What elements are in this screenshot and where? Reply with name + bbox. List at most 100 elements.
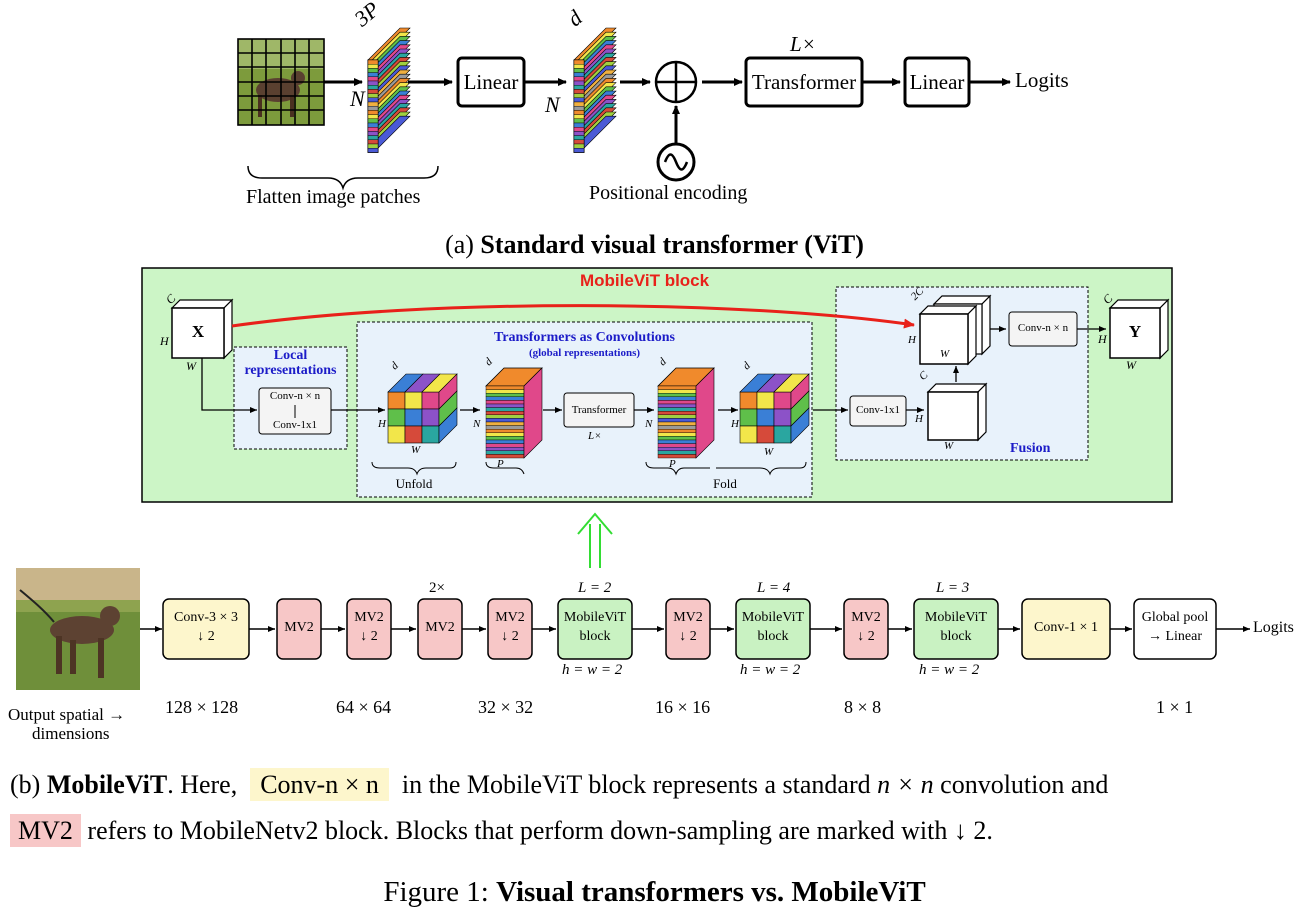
- patch-front: [573, 105, 585, 111]
- dim-128: 128 × 128: [165, 697, 239, 717]
- patch-front: [367, 122, 379, 128]
- mobilevit-stage-2-label: MobileViT: [741, 610, 805, 625]
- caption-a-prefix: (a): [445, 230, 474, 259]
- figure-caption: Figure 1: Visual transformers vs. Mobile…: [0, 876, 1309, 909]
- stack-row: [657, 425, 697, 430]
- cube-cell: [739, 391, 758, 410]
- conv3x3-stage-sublabel: ↓ 2: [197, 629, 215, 644]
- patch-front: [573, 63, 585, 69]
- patch-front: [573, 68, 585, 73]
- vit-input-image: [237, 38, 325, 126]
- patch-front: [367, 93, 379, 98]
- caption-b-title: MobileViT: [46, 770, 168, 799]
- pipeline-input-image: [16, 568, 140, 690]
- vit-logits-label: Logits: [1015, 68, 1069, 92]
- hw-label-2: h = w = 2: [740, 662, 801, 678]
- cube-cell: [756, 425, 775, 444]
- mv2-down-stage-3-label: MV2: [673, 610, 703, 625]
- stack-row: [485, 389, 525, 394]
- mv2-down-stage-1-label: MV2: [354, 610, 384, 625]
- hw-label-3: h = w = 2: [919, 662, 980, 678]
- stack-row: [657, 393, 697, 398]
- flatten-patches-label: Flatten image patches: [246, 186, 421, 208]
- cube2-h-label: H: [731, 418, 739, 430]
- stack-row: [485, 443, 525, 448]
- stack-row: [657, 396, 697, 401]
- dim-n-label-1: N: [350, 86, 365, 111]
- patch-front: [367, 59, 379, 65]
- stack-row: [657, 443, 697, 448]
- global-pool-stage-label: Global pool: [1141, 610, 1209, 625]
- dim-64: 64 × 64: [336, 697, 392, 717]
- stack-row: [485, 414, 525, 419]
- patch-front: [367, 118, 379, 124]
- fusion-cube-lower: [926, 382, 988, 442]
- local-convnxn-label: Conv-n × n: [269, 390, 321, 402]
- vit-linear2-label: Linear: [909, 70, 965, 94]
- patch-front: [573, 118, 585, 124]
- stack-row: [485, 450, 525, 455]
- cube-cell: [756, 391, 775, 410]
- caption-b-text-4: refers to MobileNetv2 block. Blocks that…: [87, 816, 993, 845]
- patch-front: [573, 110, 585, 115]
- vit-transformer-label: Transformer: [751, 70, 857, 94]
- patch-front: [367, 139, 379, 145]
- cube1-h-label: H: [378, 418, 386, 430]
- patch-front: [573, 97, 585, 103]
- stack-row: [657, 389, 697, 394]
- patch-front: [573, 126, 585, 132]
- cube-cell: [421, 391, 440, 410]
- output-spatial-label: Output spatial →: [8, 705, 126, 724]
- cube1-w-label: W: [411, 444, 421, 456]
- positional-encoding-label: Positional encoding: [589, 182, 748, 204]
- cube-cell: [756, 408, 775, 427]
- cube-cell: [387, 425, 406, 444]
- stack-row: [485, 436, 525, 441]
- patch-front: [367, 143, 379, 149]
- local-representations-title: Local representations: [244, 348, 337, 378]
- patch-front: [367, 97, 379, 103]
- mv2-down-stage-2-sublabel: ↓ 2: [501, 629, 519, 644]
- patch-front: [573, 93, 585, 98]
- input-cube-x: [170, 298, 234, 360]
- fusion-upper-h-label: H: [908, 334, 916, 346]
- stack-row: [657, 385, 697, 390]
- cube2-w-label: W: [764, 446, 774, 458]
- caption-b-line-1: (b) MobileViT. Here, Conv-n × n in the M…: [10, 762, 1108, 808]
- stack-row: [657, 432, 697, 437]
- vit-diagram: [237, 27, 1011, 191]
- global-pool-stage-sublabel: → Linear: [1147, 629, 1203, 644]
- stack-row: [485, 407, 525, 412]
- patch-front: [367, 110, 379, 115]
- stack-side: [523, 367, 543, 459]
- cube-cell: [739, 408, 758, 427]
- mv2-stage-1-label: MV2: [284, 620, 314, 635]
- pipeline-logits-label: Logits: [1253, 619, 1294, 636]
- stack-row: [657, 439, 697, 444]
- cube-cell: [773, 425, 792, 444]
- stack-row: [657, 421, 697, 426]
- fusion-lower-h-label: H: [915, 413, 923, 425]
- conv1x1-stage-label: Conv-1 × 1: [1034, 620, 1098, 635]
- fusion-conv1x1-box: [849, 395, 907, 427]
- y-h-label: H: [1098, 332, 1107, 346]
- patch-front: [573, 135, 585, 141]
- patch-front: [367, 135, 379, 141]
- x-h-label: H: [160, 334, 169, 348]
- cube-cell: [404, 425, 423, 444]
- stack1-n-label: N: [473, 418, 481, 430]
- stack2-n-label: N: [645, 418, 653, 430]
- patch-front: [367, 63, 379, 69]
- x-label: X: [191, 322, 205, 341]
- patch-front: [367, 72, 379, 77]
- patch-front: [573, 80, 585, 86]
- l-label-3: L = 3: [936, 580, 970, 596]
- mv2-down-stage-4-sublabel: ↓ 2: [857, 629, 875, 644]
- cube-side: [790, 407, 810, 444]
- mobilevit-block-title: MobileViT block: [580, 271, 710, 290]
- unfold-label: Unfold: [395, 476, 433, 491]
- patch-front: [573, 139, 585, 145]
- y-label: Y: [1128, 322, 1142, 341]
- repeat-2x-label: 2×: [429, 580, 445, 596]
- zoom-arrow: [577, 512, 613, 568]
